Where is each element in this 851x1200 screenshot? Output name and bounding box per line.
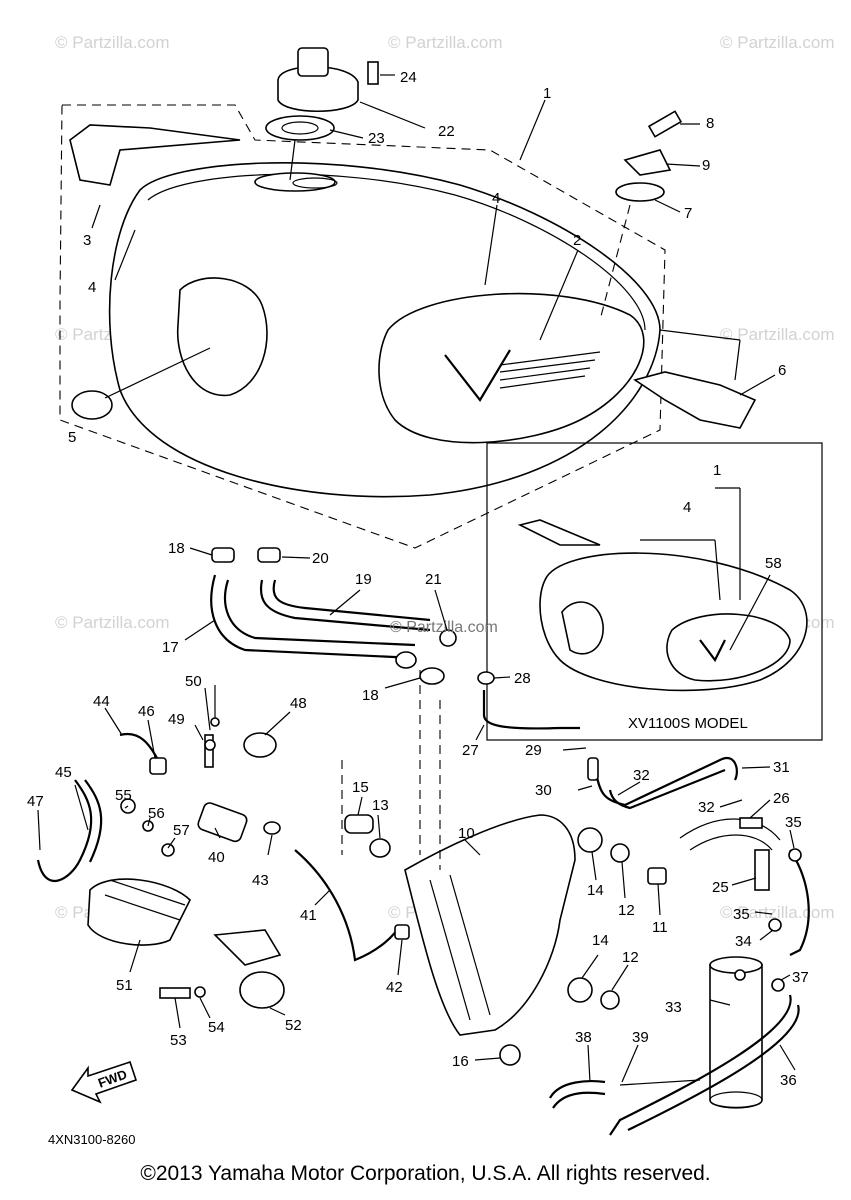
drain-cap: [71, 347, 211, 420]
callout-46: 46: [138, 703, 155, 720]
dampers: [341, 760, 391, 858]
callout-28: 28: [514, 670, 531, 687]
callout-19: 19: [355, 571, 372, 588]
callout-48: 48: [290, 695, 307, 712]
watermark: © Partzilla.com: [388, 33, 503, 52]
callout-7: 7: [684, 205, 692, 222]
xv1100s-inset: XV1100S MODEL: [486, 442, 823, 741]
model-label: XV1100S MODEL: [628, 715, 748, 732]
callout-33: 33: [665, 999, 682, 1016]
tank-decal: [69, 124, 241, 186]
callout-12: 12: [618, 902, 635, 919]
callout-50: 50: [185, 673, 202, 690]
callout-57: 57: [173, 822, 190, 839]
callout-37: 37: [792, 969, 809, 986]
callout-24: 24: [400, 69, 417, 86]
callout-38: 38: [575, 1029, 592, 1046]
callout-30: 30: [535, 782, 552, 799]
callout-58: 58: [765, 555, 782, 572]
callout-4: 4: [88, 279, 96, 296]
callout-9: 9: [702, 157, 710, 174]
fuel-filter-assembly: [36, 732, 410, 962]
watermark: © Partzilla.com: [55, 33, 170, 52]
callout-labels: 1 2 3 4 4 5 6 7 8 9 22 23 24 1 4 58 18 2…: [27, 69, 809, 1089]
callout-6: 6: [778, 362, 786, 379]
vmax-emblem: [444, 349, 601, 402]
fuel-cap: [265, 47, 379, 181]
callout-35: 35: [785, 814, 802, 831]
breather-hoses: [210, 547, 457, 685]
callout-47: 47: [27, 793, 44, 810]
inline-watermark: © Partzilla.com: [390, 619, 498, 636]
callout-25: 25: [712, 879, 729, 896]
callout-43: 43: [252, 872, 269, 889]
callout-51: 51: [116, 977, 133, 994]
callout-32: 32: [698, 799, 715, 816]
callout-45: 45: [55, 764, 72, 781]
callout-14: 14: [592, 932, 609, 949]
callout-54: 54: [208, 1019, 225, 1036]
fuel-tank: [108, 162, 661, 498]
leader-lines: [37, 74, 796, 1083]
callout-14: 14: [587, 882, 604, 899]
callout-52: 52: [285, 1017, 302, 1034]
tank-bracket: [633, 371, 757, 429]
callout-5: 5: [68, 429, 76, 446]
panel-mounts: [567, 827, 667, 1010]
callout-4: 4: [683, 499, 691, 516]
canister-bracket: [87, 717, 285, 1009]
callout-22: 22: [438, 123, 455, 140]
callout-40: 40: [208, 849, 225, 866]
watermark: © Partzilla.com: [720, 33, 835, 52]
callout-3: 3: [83, 232, 91, 249]
callout-15: 15: [352, 779, 369, 796]
callout-23: 23: [368, 130, 385, 147]
diagram-code: 4XN3100-8260: [48, 1132, 135, 1147]
callout-49: 49: [168, 711, 185, 728]
callout-34: 34: [735, 933, 752, 950]
callout-27: 27: [462, 742, 479, 759]
callout-21: 21: [425, 571, 442, 588]
charcoal-canister: [709, 956, 763, 1109]
callout-44: 44: [93, 693, 110, 710]
mount-hardware: [599, 110, 683, 321]
tank-lower-panel: [404, 670, 576, 1066]
watermark: © Partzilla.com: [720, 325, 835, 344]
tank-assembly-outline: [59, 104, 666, 549]
callout-36: 36: [780, 1072, 797, 1089]
callout-12: 12: [622, 949, 639, 966]
callout-55: 55: [115, 787, 132, 804]
callout-18: 18: [168, 540, 185, 557]
callout-10: 10: [458, 825, 475, 842]
callout-1: 1: [543, 85, 551, 102]
evap-hoses: [587, 757, 810, 956]
callout-4: 4: [492, 190, 500, 207]
callout-13: 13: [372, 797, 389, 814]
callout-53: 53: [170, 1032, 187, 1049]
fuel-tank-parts-diagram: © Partzilla.com © Partzilla.com © Partzi…: [27, 33, 835, 1147]
callout-18: 18: [362, 687, 379, 704]
callout-11: 11: [652, 919, 668, 936]
watermark: © Partzilla.com: [720, 903, 835, 922]
callout-17: 17: [162, 639, 179, 656]
callout-41: 41: [300, 907, 317, 924]
callout-16: 16: [452, 1053, 469, 1070]
callout-20: 20: [312, 550, 329, 567]
callout-42: 42: [386, 979, 403, 996]
copyright-notice: ©2013 Yamaha Motor Corporation, U.S.A. A…: [140, 1162, 711, 1185]
callout-29: 29: [525, 742, 542, 759]
callout-32: 32: [633, 767, 650, 784]
callout-8: 8: [706, 115, 714, 132]
callout-39: 39: [632, 1029, 649, 1046]
watermark: © Partzilla.com: [55, 613, 170, 632]
callout-31: 31: [773, 759, 790, 776]
callout-2: 2: [573, 232, 581, 249]
canister-hoses: [549, 978, 800, 1136]
callout-26: 26: [773, 790, 790, 807]
callout-1: 1: [713, 462, 721, 479]
callout-56: 56: [148, 805, 165, 822]
fwd-arrow-icon: FWD: [70, 1060, 138, 1104]
callout-35: 35: [733, 906, 750, 923]
